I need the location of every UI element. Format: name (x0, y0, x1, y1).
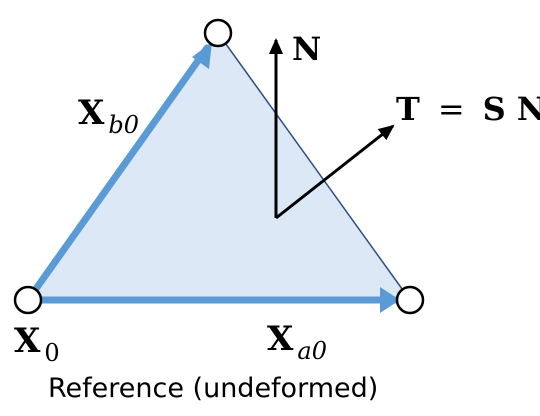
traction-label-sn: S N (483, 90, 540, 128)
edge-vector-xb0 (24, 44, 211, 304)
x0-label: X 0 (14, 321, 60, 367)
x0-label-sub: 0 (44, 339, 59, 367)
xb0-label-main: X (78, 93, 105, 133)
xa0-label-main: X (267, 319, 294, 359)
traction-label: T = S N (396, 90, 540, 128)
xa0-label-sub: a0 (297, 337, 327, 365)
vertex-x0 (13, 285, 43, 315)
edge-vector-xa0-head (380, 287, 400, 313)
x0-label-main: X (14, 321, 41, 361)
edge-vector-xb0-head (192, 42, 212, 69)
traction-label-equals: = (438, 90, 465, 128)
caption: Reference (undeformed) (48, 373, 378, 404)
vertex-top (203, 18, 233, 48)
traction-vector-arrow (275, 124, 395, 220)
normal-label: N (292, 30, 321, 68)
xb0-label-sub: b0 (108, 111, 139, 139)
vertex-right (395, 285, 425, 315)
traction-label-t: T (396, 90, 420, 128)
triangle-face (27, 32, 411, 301)
xb0-label: X b0 (78, 93, 139, 139)
xa0-label: X a0 (267, 319, 327, 365)
